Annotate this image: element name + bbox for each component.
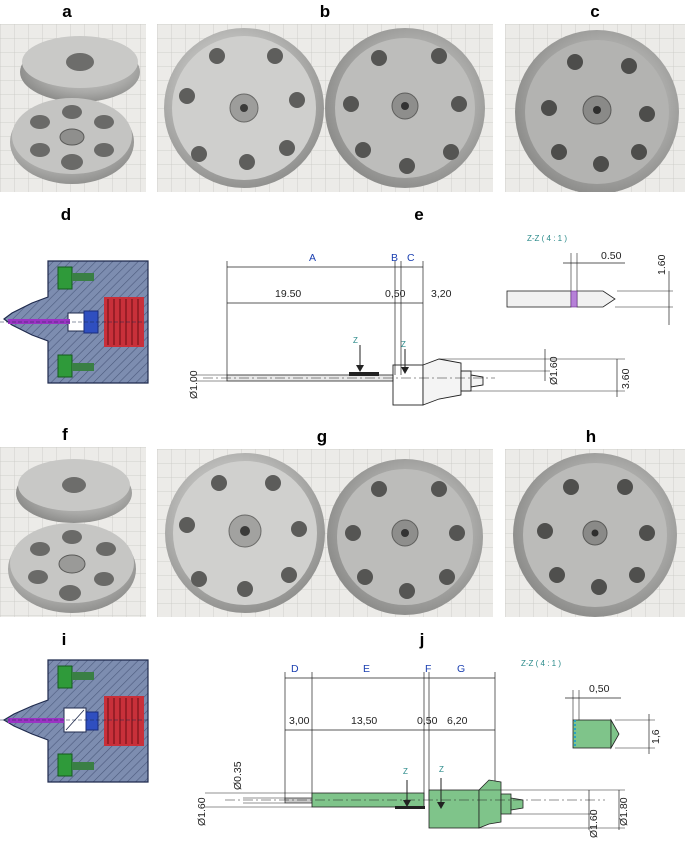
cross-section-i (0, 654, 152, 784)
dim-end-height: 3.60 (620, 368, 632, 389)
panel-label-h: h (585, 427, 597, 446)
dim-diameter-j-r2: Ø1.80 (618, 797, 630, 826)
photo-c-mold-face (505, 24, 685, 192)
dim-letter-d: D (291, 663, 299, 675)
section-diameter-j: 1,6 (650, 729, 662, 744)
dim-length-g: 6,20 (447, 715, 468, 727)
panel-label-a: a (62, 2, 72, 21)
photo-g-mold-faces (157, 449, 493, 617)
photo-f-mold-parts-stacked (0, 447, 146, 617)
dim-diameter-j-tip: Ø0.35 (232, 761, 244, 790)
dim-diameter-tube: Ø1.00 (188, 370, 200, 399)
dim-letter-b: B (391, 252, 398, 264)
photo-b-mold-faces (157, 24, 493, 192)
section-title-e: Z-Z ( 4 : 1 ) (527, 234, 567, 243)
section-length-e: 0.50 (601, 250, 622, 262)
dim-length-c: 3,20 (431, 288, 452, 300)
dim-letter-e: E (363, 663, 370, 675)
dim-length-f: 0,50 (417, 715, 438, 727)
dim-letter-a: A (309, 252, 316, 264)
dim-letter-f: F (425, 663, 431, 675)
section-mark-right: Z (401, 340, 406, 349)
section-mark-j-left: Z (403, 767, 408, 776)
panel-label-j: j (419, 630, 425, 649)
panel-label-g: g (316, 427, 328, 446)
cross-section-d (0, 255, 152, 385)
section-mark-left: Z (353, 336, 358, 345)
dim-diameter-j-r1: Ø1.60 (588, 809, 600, 838)
dim-length-b: 0,50 (385, 288, 406, 300)
dim-length-e: 13,50 (351, 715, 377, 727)
panel-label-f: f (62, 425, 68, 444)
dim-letter-c: C (407, 252, 415, 264)
dim-length-a: 19.50 (275, 288, 301, 300)
section-title-j: Z-Z ( 4 : 1 ) (521, 659, 561, 668)
section-length-j: 0,50 (589, 683, 610, 695)
dim-diameter-j-left: Ø1.60 (196, 797, 208, 826)
section-mark-j-right: Z (439, 765, 444, 774)
panel-label-e: e (414, 205, 424, 224)
dim-letter-g: G (457, 663, 465, 675)
panel-label-i: i (61, 630, 67, 649)
photo-a-mold-parts-stacked (0, 24, 146, 192)
technical-drawing-e: A B C 19.50 0,50 3,20 Z Z Ø1.00 Ø1.60 (155, 225, 685, 415)
panel-label-c: c (590, 2, 600, 21)
panel-label-d: d (60, 205, 72, 224)
technical-drawing-j: D E F G 3,00 13,50 0,50 6,20 Z Z Ø1.60 (185, 650, 685, 842)
section-diameter-e: 1.60 (656, 254, 668, 275)
photo-h-mold-face (505, 449, 685, 617)
dim-length-d: 3,00 (289, 715, 310, 727)
dim-diameter-mid: Ø1.60 (548, 356, 560, 385)
panel-label-b: b (319, 2, 331, 21)
